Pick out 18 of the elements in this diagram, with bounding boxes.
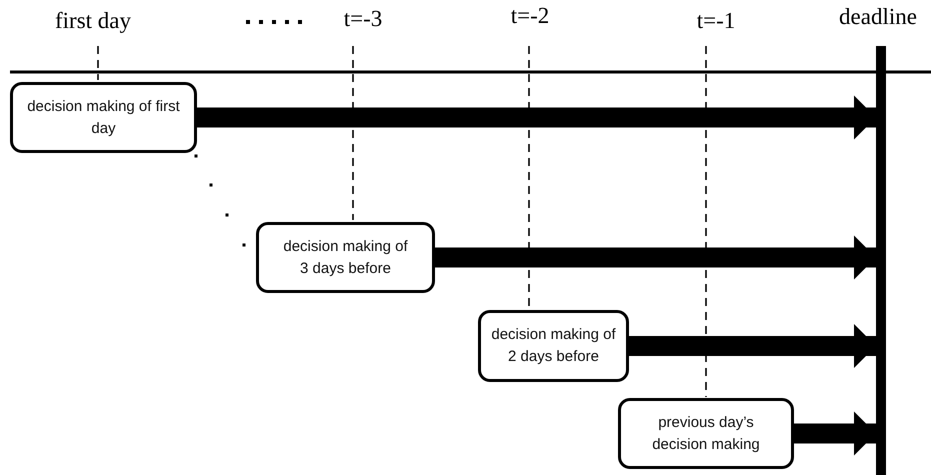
deadline-bar: [876, 46, 886, 475]
arrow: [197, 96, 876, 140]
box-text: previous day’s decision making: [651, 412, 761, 454]
timeline-label: t=-3: [344, 6, 382, 32]
box-text: decision making of 3 days before: [282, 236, 409, 278]
arrow: [629, 324, 876, 368]
process-box: [618, 398, 794, 469]
box-text: decision making of 2 days before: [490, 325, 617, 367]
arrow: [794, 412, 876, 456]
arrow: [435, 236, 876, 280]
timeline-label: t=-1: [696, 8, 736, 34]
timeline-label: t=-2: [510, 3, 550, 29]
process-box: [10, 82, 197, 153]
process-box: [478, 310, 629, 382]
box-text: decision making of first day: [26, 96, 181, 138]
process-box: [256, 222, 435, 293]
deadline-label: deadline: [839, 4, 917, 30]
timeline-label: first day: [55, 8, 131, 34]
